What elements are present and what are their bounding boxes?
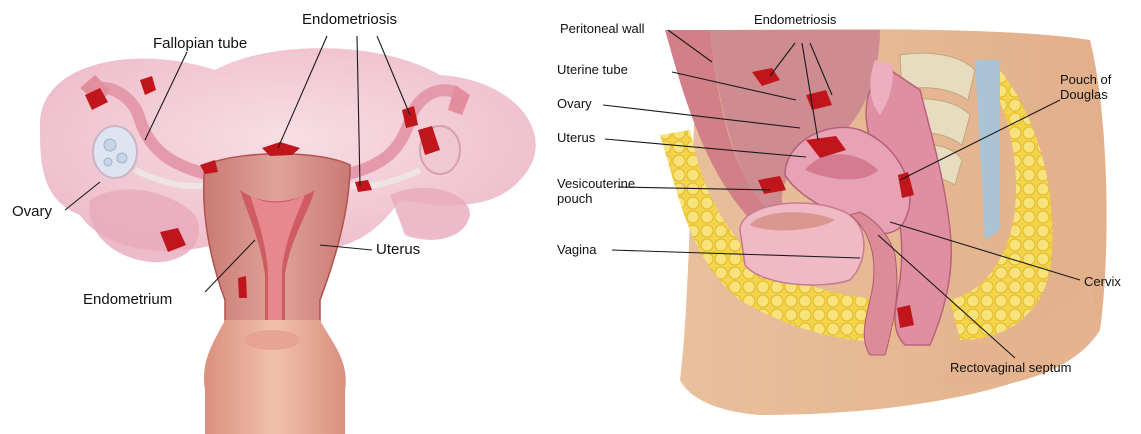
label-fallopian-tube: Fallopian tube xyxy=(153,36,247,52)
label-peritoneal-wall: Peritoneal wall xyxy=(560,21,645,36)
label-rectovaginal-septum: Rectovaginal septum xyxy=(950,360,1071,375)
label-vesicouterine-pouch: Vesicouterine pouch xyxy=(557,176,635,206)
right-pelvis-illustration xyxy=(660,29,1107,415)
label-ovary-left: Ovary xyxy=(12,204,52,220)
label-uterus-right: Uterus xyxy=(557,130,595,145)
label-pouch-line2: Douglas xyxy=(1060,87,1111,102)
label-endometrium: Endometrium xyxy=(83,292,172,308)
label-vesicouterine-line1: Vesicouterine xyxy=(557,176,635,191)
label-endometriosis-left: Endometriosis xyxy=(302,12,397,28)
left-uterus-illustration xyxy=(40,48,536,434)
label-vesicouterine-line2: pouch xyxy=(557,191,635,206)
label-uterus-left: Uterus xyxy=(376,242,420,258)
label-cervix: Cervix xyxy=(1084,274,1121,289)
label-endometriosis-right: Endometriosis xyxy=(754,12,836,27)
label-pouch-of-douglas: Pouch of Douglas xyxy=(1060,72,1111,102)
label-ovary-right: Ovary xyxy=(557,96,592,111)
label-uterine-tube: Uterine tube xyxy=(557,62,628,77)
label-vagina: Vagina xyxy=(557,242,597,257)
label-pouch-line1: Pouch of xyxy=(1060,72,1111,87)
